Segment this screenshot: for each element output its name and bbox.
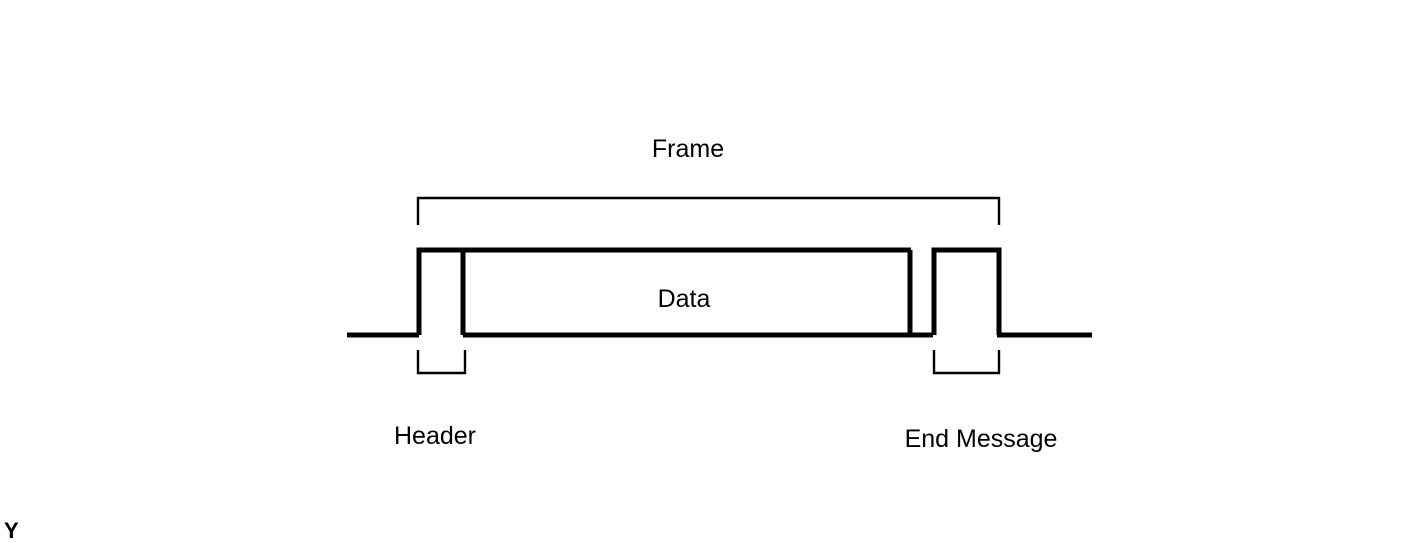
- frame-bracket: [416, 196, 1001, 225]
- header-label: Header: [394, 422, 476, 450]
- end-message-dimension-bracket: [932, 350, 1001, 375]
- corner-marker-label: Y: [4, 518, 19, 543]
- data-label: Data: [658, 285, 711, 313]
- frame-bracket-path: [416, 196, 1001, 225]
- waveform-end-message-pulse: [931, 247, 1002, 335]
- waveform: [347, 247, 1092, 338]
- header-dimension-bracket-path: [416, 350, 467, 375]
- waveform-header-pulse: [416, 247, 465, 335]
- frame-label: Frame: [652, 135, 724, 163]
- end-message-label: End Message: [905, 425, 1058, 453]
- header-dimension-bracket: [416, 350, 467, 375]
- end-message-dimension-bracket-path: [932, 350, 1001, 375]
